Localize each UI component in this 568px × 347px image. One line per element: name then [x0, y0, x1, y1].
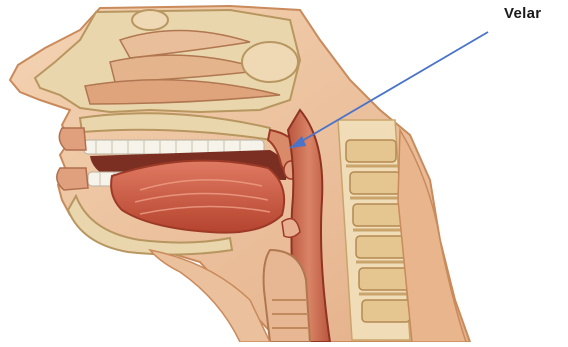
upper-lip: [59, 128, 86, 150]
frontal-sinus: [132, 10, 168, 30]
velar-label: Velar: [504, 5, 541, 22]
neck-muscle: [398, 130, 466, 342]
lower-lip: [57, 168, 88, 190]
sphenoid-sinus: [242, 42, 298, 82]
